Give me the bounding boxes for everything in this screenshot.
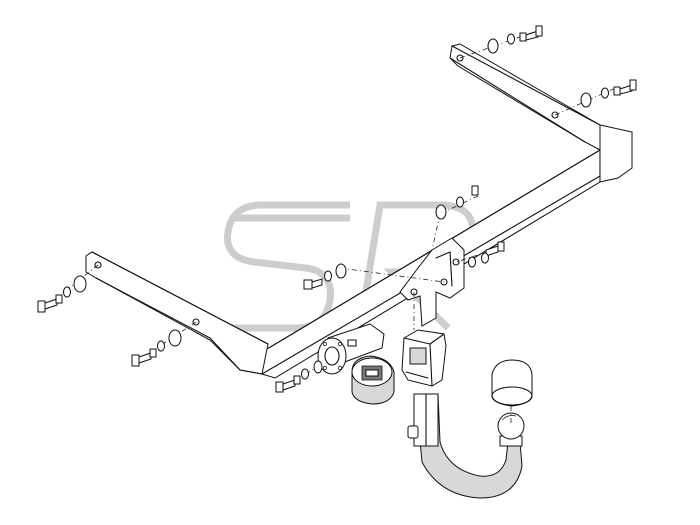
bolt-centre-left xyxy=(303,263,347,290)
bolt-left-lower xyxy=(131,329,182,367)
bolt-set xyxy=(37,25,637,393)
ball-receiver xyxy=(401,329,447,387)
ball-cover xyxy=(491,359,533,407)
bolt-socket xyxy=(275,360,323,393)
electrical-socket xyxy=(351,355,395,405)
left-bracket xyxy=(85,251,269,375)
right-bracket xyxy=(449,43,601,151)
centre-mount-plate xyxy=(399,237,465,327)
bolt-right xyxy=(580,79,637,108)
bolt-top-right xyxy=(487,25,543,54)
detachable-towball xyxy=(407,393,525,499)
socket-bracket xyxy=(317,323,385,375)
bolt-centre-upper xyxy=(435,185,479,220)
bolt-left-upper xyxy=(37,275,87,313)
bolt-centre-lower xyxy=(468,241,505,268)
